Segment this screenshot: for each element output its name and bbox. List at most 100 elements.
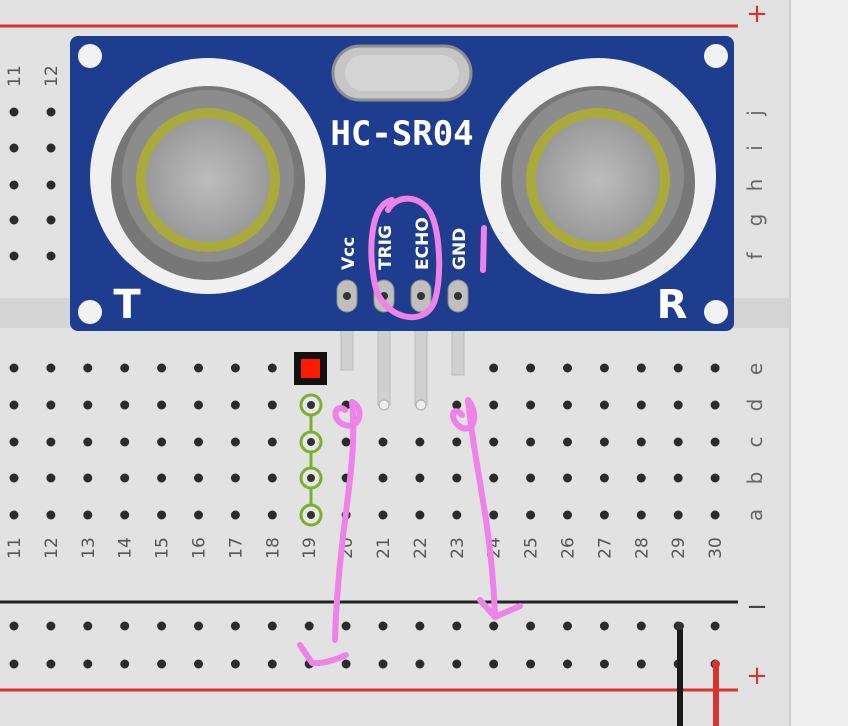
breadboard-hole[interactable] xyxy=(9,215,19,225)
rail-hole[interactable] xyxy=(563,621,572,631)
breadboard-hole[interactable] xyxy=(46,473,56,483)
breadboard-hole[interactable] xyxy=(489,437,499,447)
breadboard-hole[interactable] xyxy=(194,473,203,483)
breadboard-hole[interactable] xyxy=(46,215,56,225)
rail-hole[interactable] xyxy=(378,621,388,631)
breadboard-hole[interactable] xyxy=(267,510,277,520)
breadboard-hole[interactable] xyxy=(230,363,240,373)
rail-hole[interactable] xyxy=(9,659,19,669)
breadboard-hole[interactable] xyxy=(230,437,240,447)
rail-hole[interactable] xyxy=(452,621,462,631)
breadboard-hole[interactable] xyxy=(120,363,130,373)
breadboard-hole[interactable] xyxy=(83,473,93,483)
rail-hole[interactable] xyxy=(636,621,646,631)
breadboard-hole[interactable] xyxy=(452,510,462,520)
breadboard-hole[interactable] xyxy=(673,363,683,373)
jumper-wires[interactable] xyxy=(676,622,720,726)
breadboard-hole[interactable] xyxy=(378,510,388,520)
breadboard-hole[interactable] xyxy=(46,143,56,153)
breadboard-hole[interactable] xyxy=(46,510,56,520)
breadboard-hole[interactable] xyxy=(120,437,130,447)
rail-hole[interactable] xyxy=(415,621,425,631)
breadboard-hole[interactable] xyxy=(710,473,720,483)
rail-hole[interactable] xyxy=(378,659,388,669)
rail-hole[interactable] xyxy=(157,659,167,669)
breadboard-hole[interactable] xyxy=(157,363,167,373)
rail-hole[interactable] xyxy=(120,659,130,669)
breadboard-hole[interactable] xyxy=(46,251,56,261)
breadboard-hole[interactable] xyxy=(83,510,93,520)
rail-hole[interactable] xyxy=(194,659,203,669)
breadboard-hole[interactable] xyxy=(157,400,167,410)
breadboard-hole[interactable] xyxy=(9,400,19,410)
breadboard-hole[interactable] xyxy=(710,400,720,410)
rail-hole[interactable] xyxy=(230,621,240,631)
breadboard-hole[interactable] xyxy=(267,400,277,410)
breadboard-hole[interactable] xyxy=(452,400,462,410)
breadboard-hole[interactable] xyxy=(563,437,572,447)
breadboard-hole[interactable] xyxy=(452,437,462,447)
breadboard-hole[interactable] xyxy=(83,437,93,447)
breadboard-hole[interactable] xyxy=(230,400,240,410)
rail-hole[interactable] xyxy=(83,659,93,669)
breadboard-hole[interactable] xyxy=(194,437,203,447)
breadboard-hole[interactable] xyxy=(599,400,609,410)
breadboard-hole[interactable] xyxy=(636,400,646,410)
breadboard-hole[interactable] xyxy=(46,400,56,410)
breadboard-hole[interactable] xyxy=(415,510,425,520)
breadboard-hole[interactable] xyxy=(157,437,167,447)
rail-hole[interactable] xyxy=(563,659,572,669)
breadboard-hole[interactable] xyxy=(194,400,203,410)
breadboard-hole[interactable] xyxy=(120,400,130,410)
breadboard-hole[interactable] xyxy=(526,473,536,483)
breadboard-hole[interactable] xyxy=(9,107,19,117)
breadboard-hole[interactable] xyxy=(710,363,720,373)
breadboard-hole[interactable] xyxy=(230,473,240,483)
rail-hole[interactable] xyxy=(599,659,609,669)
breadboard-hole[interactable] xyxy=(9,473,19,483)
breadboard-hole[interactable] xyxy=(489,400,499,410)
breadboard-hole[interactable] xyxy=(9,143,19,153)
breadboard-hole[interactable] xyxy=(563,510,572,520)
breadboard-hole[interactable] xyxy=(599,473,609,483)
rail-hole[interactable] xyxy=(636,659,646,669)
breadboard-hole[interactable] xyxy=(489,510,499,520)
rail-hole[interactable] xyxy=(46,621,56,631)
rail-hole[interactable] xyxy=(452,659,462,669)
rail-hole[interactable] xyxy=(710,621,720,631)
rail-hole[interactable] xyxy=(83,621,93,631)
breadboard-hole[interactable] xyxy=(489,363,499,373)
breadboard-hole[interactable] xyxy=(194,363,203,373)
breadboard-hole[interactable] xyxy=(194,510,203,520)
rail-hole[interactable] xyxy=(157,621,167,631)
breadboard-hole[interactable] xyxy=(599,363,609,373)
rail-hole[interactable] xyxy=(46,659,56,669)
breadboard-hole[interactable] xyxy=(599,510,609,520)
breadboard-hole[interactable] xyxy=(673,510,683,520)
breadboard-hole[interactable] xyxy=(563,363,572,373)
rail-hole[interactable] xyxy=(415,659,425,669)
breadboard-hole[interactable] xyxy=(378,437,388,447)
breadboard-hole[interactable] xyxy=(267,473,277,483)
breadboard-hole[interactable] xyxy=(230,510,240,520)
breadboard-hole[interactable] xyxy=(636,363,646,373)
breadboard-hole[interactable] xyxy=(9,363,19,373)
breadboard-hole[interactable] xyxy=(157,510,167,520)
breadboard-hole[interactable] xyxy=(267,363,277,373)
breadboard-hole[interactable] xyxy=(563,473,572,483)
breadboard-hole[interactable] xyxy=(46,180,56,190)
breadboard-hole[interactable] xyxy=(673,437,683,447)
rail-hole[interactable] xyxy=(120,621,130,631)
breadboard-hole[interactable] xyxy=(673,400,683,410)
rail-hole[interactable] xyxy=(599,621,609,631)
breadboard-hole[interactable] xyxy=(9,180,19,190)
breadboard-hole[interactable] xyxy=(46,437,56,447)
breadboard-hole[interactable] xyxy=(636,437,646,447)
rail-hole[interactable] xyxy=(526,621,536,631)
breadboard-hole[interactable] xyxy=(526,510,536,520)
breadboard-hole[interactable] xyxy=(415,473,425,483)
breadboard-hole[interactable] xyxy=(599,437,609,447)
breadboard-hole[interactable] xyxy=(636,473,646,483)
breadboard-hole[interactable] xyxy=(9,437,19,447)
breadboard-hole[interactable] xyxy=(710,437,720,447)
